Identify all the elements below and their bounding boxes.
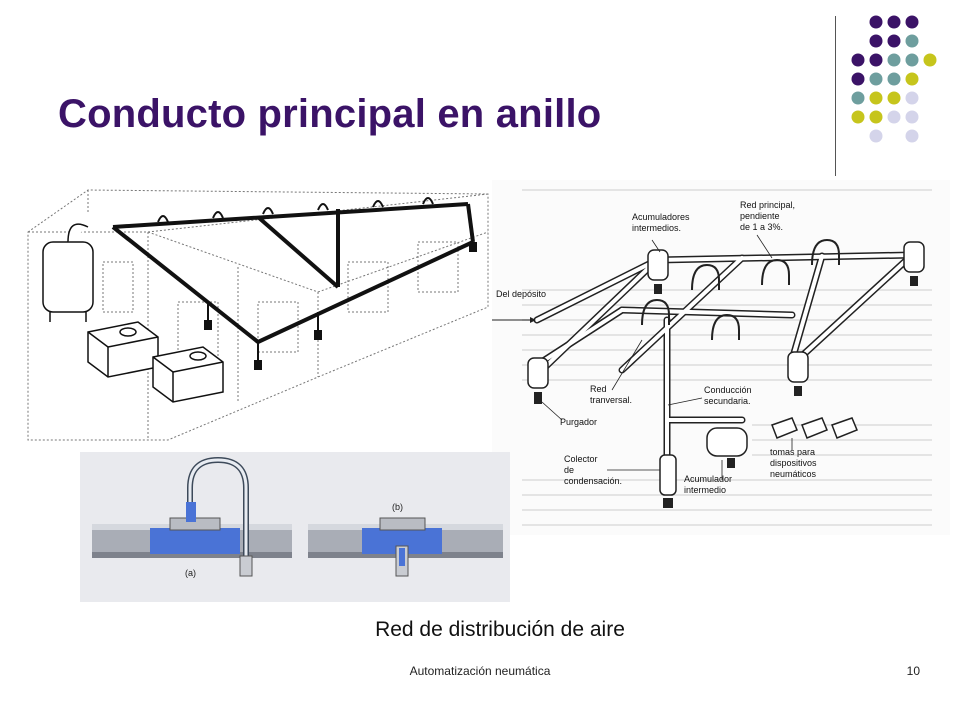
label-red-transversal-1: Red bbox=[590, 384, 607, 394]
slide-title: Conducto principal en anillo bbox=[58, 92, 602, 136]
label-acumulador-2: intermedio bbox=[684, 485, 726, 495]
decorative-dot bbox=[887, 53, 901, 67]
label-red-principal-1: Red principal, bbox=[740, 200, 795, 210]
figure-caption: Red de distribución de aire bbox=[375, 618, 625, 641]
label-b: (b) bbox=[392, 502, 403, 512]
decorative-dot bbox=[887, 34, 901, 48]
ring-main-illustration bbox=[18, 172, 508, 444]
decorative-dot bbox=[905, 72, 919, 86]
decorative-dot bbox=[887, 110, 901, 124]
decorative-dot bbox=[869, 53, 883, 67]
distribution-network-diagram: Acumuladores intermedios. Red principal,… bbox=[492, 180, 950, 535]
label-acumuladores-1: Acumuladores bbox=[632, 212, 690, 222]
label-tomas-1: tomas para bbox=[770, 447, 815, 457]
label-purgador: Purgador bbox=[560, 417, 597, 427]
label-acumulador-1: Acumulador bbox=[684, 474, 732, 484]
label-a: (a) bbox=[185, 568, 196, 578]
decorative-dot bbox=[905, 129, 919, 143]
decorative-dot bbox=[923, 53, 937, 67]
pipe-tap-detail-diagram: (a) (b) bbox=[80, 452, 510, 602]
decorative-dot bbox=[851, 110, 865, 124]
label-del-deposito: Del depósito bbox=[496, 289, 546, 299]
decorative-dot bbox=[869, 129, 883, 143]
decorative-dot bbox=[869, 15, 883, 29]
decorative-dot bbox=[887, 91, 901, 105]
decorative-dot-grid bbox=[851, 15, 937, 143]
label-red-transversal-2: tranversal. bbox=[590, 395, 632, 405]
decorative-dot bbox=[905, 34, 919, 48]
label-colector-1: Colector bbox=[564, 454, 598, 464]
decorative-dot bbox=[851, 91, 865, 105]
label-colector-2: de bbox=[564, 465, 574, 475]
decorative-dot bbox=[851, 53, 865, 67]
decorative-dot bbox=[887, 15, 901, 29]
slide-footer: Automatización neumática bbox=[409, 664, 551, 678]
label-conduccion-2: secundaria. bbox=[704, 396, 751, 406]
decorative-dot bbox=[905, 91, 919, 105]
decorative-dot bbox=[869, 72, 883, 86]
decorative-dot bbox=[905, 110, 919, 124]
label-red-principal-3: de 1 a 3%. bbox=[740, 222, 783, 232]
decorative-dot bbox=[887, 72, 901, 86]
decorative-divider bbox=[835, 16, 836, 176]
label-red-principal-2: pendiente bbox=[740, 211, 780, 221]
label-conduccion-1: Conducción bbox=[704, 385, 752, 395]
decorative-dot bbox=[905, 15, 919, 29]
decorative-dot bbox=[869, 91, 883, 105]
decorative-dot bbox=[869, 110, 883, 124]
label-tomas-3: neumáticos bbox=[770, 469, 817, 479]
page-number: 10 bbox=[906, 664, 920, 678]
label-tomas-2: dispositivos bbox=[770, 458, 817, 468]
decorative-dot bbox=[869, 34, 883, 48]
label-acumuladores-2: intermedios. bbox=[632, 223, 681, 233]
label-colector-3: condensación. bbox=[564, 476, 622, 486]
decorative-dot bbox=[851, 72, 865, 86]
decorative-dot bbox=[905, 53, 919, 67]
